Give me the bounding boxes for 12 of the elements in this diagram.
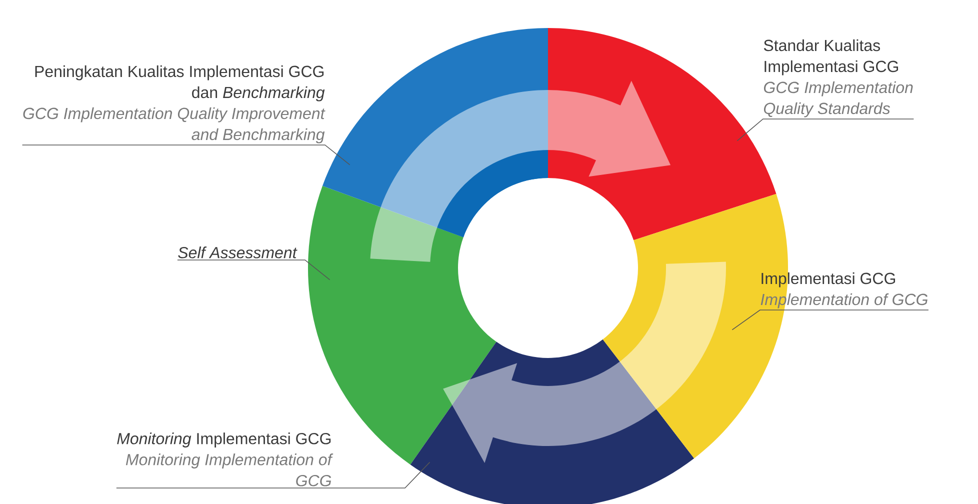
leader-line: [736, 118, 914, 142]
cycle-arrow: [370, 80, 671, 262]
leader-line: [177, 260, 330, 280]
stage-label: Peningkatan Kualitas Implementasi GCG dan Benchmarking GCG Implementation Quality Improvement and Benchmarking: [23, 65, 326, 144]
stage-label: Standar Kualitas Implementasi GCG GCG Implementation Quality Standards: [764, 39, 913, 118]
stage-label: Self Assessment: [178, 246, 298, 258]
leader-line: [732, 310, 929, 330]
ring-segment: [410, 339, 694, 504]
leader-line: [22, 144, 350, 166]
leader-line: [116, 462, 430, 488]
stage-label: Monitoring Implementasi GCG Monitoring Implementation of GCG: [117, 432, 334, 486]
cycle-arrow: [443, 262, 726, 463]
